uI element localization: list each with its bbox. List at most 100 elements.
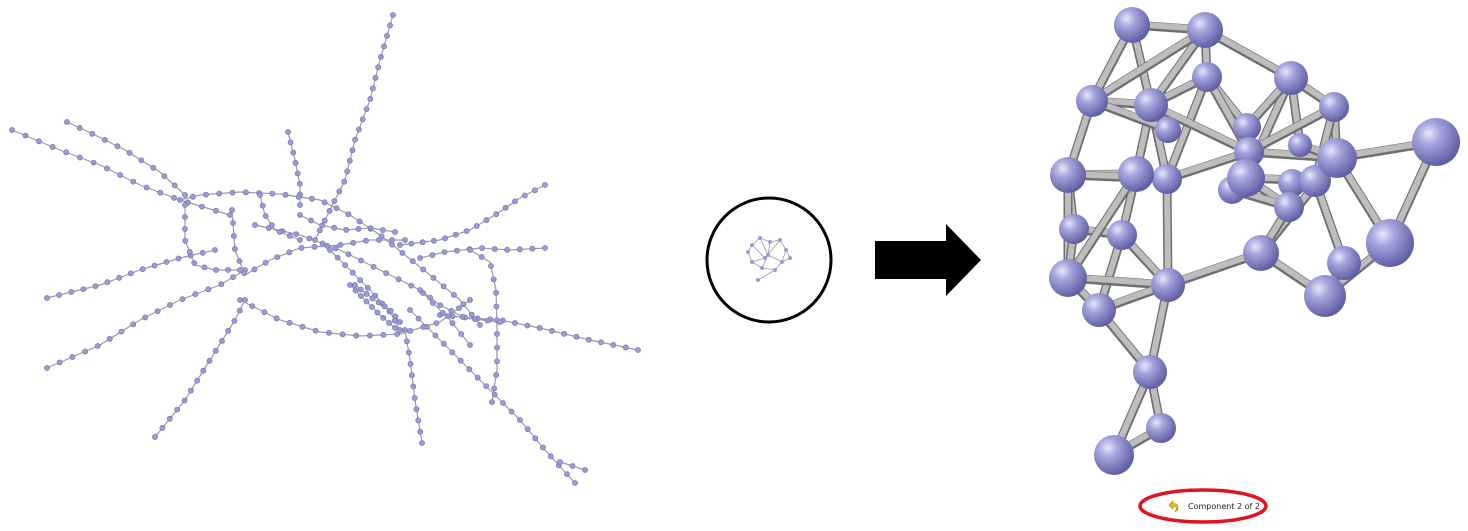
- network-node: [598, 339, 604, 346]
- network-node: [319, 222, 326, 229]
- network-node: [201, 264, 208, 271]
- network-node: [175, 255, 182, 262]
- network-node: [478, 254, 485, 260]
- network-node: [273, 315, 280, 322]
- network-node: [384, 33, 390, 39]
- network-node: [395, 276, 402, 283]
- network-node: [274, 254, 281, 260]
- back-arrow-icon[interactable]: [1166, 498, 1180, 512]
- network-node: [441, 249, 448, 255]
- network-node: [467, 342, 473, 348]
- network-node: [77, 154, 83, 161]
- network-node: [407, 327, 414, 334]
- network-node: [408, 282, 415, 289]
- network-edge: [314, 14, 394, 241]
- network-node: [369, 295, 376, 302]
- network-node: [358, 257, 364, 264]
- network-node: [363, 237, 369, 244]
- mini-edge: [751, 244, 766, 259]
- network-node: [542, 245, 548, 251]
- network-node: [92, 283, 99, 289]
- network-node: [187, 387, 194, 394]
- mini-node: [758, 236, 762, 240]
- network-node: [229, 207, 235, 213]
- network-node: [402, 237, 408, 243]
- network-node: [467, 247, 473, 253]
- network-node: [104, 165, 110, 172]
- network-node: [448, 307, 455, 314]
- network-node: [477, 322, 483, 328]
- network-node: [182, 237, 189, 244]
- mini-node: [784, 248, 788, 252]
- network-node: [407, 307, 413, 313]
- network-node: [161, 173, 168, 179]
- network-node: [356, 218, 363, 225]
- network-node: [282, 191, 289, 198]
- network-node: [449, 349, 456, 356]
- network-node: [287, 139, 294, 146]
- network-node: [353, 332, 360, 339]
- network-node: [167, 302, 173, 308]
- network-node: [366, 332, 373, 339]
- mini-node: [788, 256, 792, 260]
- mini-node: [780, 260, 784, 264]
- network-node: [130, 321, 137, 328]
- network-node: [249, 303, 256, 309]
- component-node: [1274, 192, 1304, 222]
- network-node: [44, 295, 50, 301]
- mini-edge: [759, 237, 769, 256]
- network-node: [363, 290, 370, 297]
- network-node: [159, 424, 166, 431]
- network-node: [344, 168, 351, 175]
- network-node: [466, 366, 473, 373]
- network-node: [417, 255, 423, 261]
- network-node: [69, 354, 76, 360]
- network-node: [345, 251, 352, 258]
- network-node: [206, 357, 213, 364]
- network-node: [106, 335, 113, 342]
- network-node: [405, 349, 412, 356]
- network-node: [321, 217, 328, 224]
- network-node: [345, 211, 352, 218]
- component-edge: [1148, 101, 1252, 154]
- network-node: [336, 188, 343, 195]
- component-node: [1319, 92, 1349, 122]
- component-counter: Component 2 of 2: [1188, 502, 1260, 511]
- network-node: [312, 327, 319, 334]
- mini-edge: [781, 249, 787, 263]
- network-node: [299, 323, 306, 330]
- network-node: [420, 324, 427, 330]
- network-node: [138, 157, 145, 164]
- network-node: [308, 217, 314, 224]
- network-node: [508, 408, 515, 415]
- network-node: [290, 149, 297, 156]
- network-node: [117, 172, 123, 178]
- network-node: [494, 330, 500, 337]
- network-node: [352, 282, 358, 288]
- network-node: [331, 198, 338, 204]
- network-node: [532, 435, 539, 442]
- network-node: [118, 328, 125, 335]
- component-node: [1118, 156, 1154, 192]
- network-node: [143, 184, 150, 191]
- network-node: [390, 12, 396, 18]
- network-node: [337, 241, 344, 248]
- network-node: [319, 240, 326, 247]
- network-node: [286, 249, 293, 256]
- zoomed-out-view: [705, 196, 833, 324]
- component-node: [1234, 137, 1264, 167]
- network-node: [457, 357, 464, 364]
- network-node: [484, 317, 491, 324]
- network-node: [199, 249, 206, 256]
- component-node: [1076, 85, 1108, 117]
- network-node: [68, 289, 75, 295]
- network-node: [548, 453, 554, 460]
- network-node: [230, 274, 236, 280]
- network-node: [430, 274, 437, 281]
- component-node: [1192, 62, 1222, 92]
- network-node: [269, 190, 276, 197]
- network-node: [387, 22, 393, 29]
- network-node: [403, 338, 410, 345]
- network-node: [500, 400, 506, 406]
- network-node: [452, 231, 459, 238]
